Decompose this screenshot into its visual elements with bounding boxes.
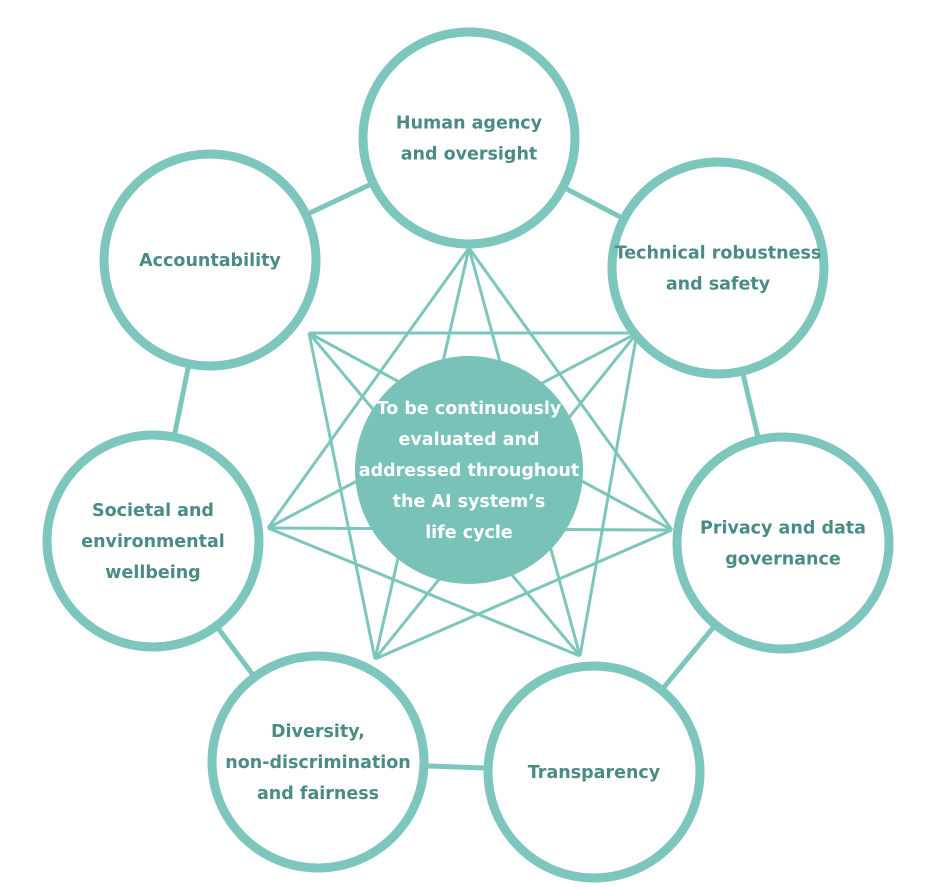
center-text-line: addressed throughout: [359, 461, 579, 481]
center-hub: To be continuously evaluated and addressed…: [355, 356, 583, 584]
node-circle: [483, 661, 705, 883]
node-label-line: Transparency: [528, 763, 661, 783]
node-label-line: Human agency: [396, 114, 543, 134]
node-societal: Societal and environmental wellbeing: [42, 430, 264, 652]
node-circle: [358, 27, 580, 249]
center-text-line: evaluated and: [399, 430, 540, 450]
node-circle: [607, 157, 829, 379]
node-label-line: and safety: [666, 275, 771, 295]
node-circle: [99, 149, 321, 371]
center-text-line: life cycle: [425, 523, 513, 543]
connection-line: [266, 247, 471, 529]
node-label-line: Societal and: [92, 501, 214, 521]
node-label-line: non-discrimination: [225, 753, 411, 773]
node-circle: [672, 432, 894, 654]
connection-line: [374, 528, 673, 661]
node-label-line: environmental: [81, 532, 225, 552]
node-transparency: Transparency: [483, 661, 705, 883]
node-label-line: wellbeing: [105, 563, 200, 583]
center-text-line: To be continuously: [377, 399, 562, 419]
node-label-line: Accountability: [139, 251, 281, 271]
center-circle: [355, 356, 583, 584]
connection-line: [467, 247, 674, 531]
node-technical-robustness: Technical robustness and safety: [607, 157, 829, 379]
node-human-agency: Human agency and oversight: [358, 27, 580, 249]
node-label-line: governance: [725, 550, 841, 570]
node-label-line: and fairness: [257, 784, 379, 804]
node-label-line: and oversight: [401, 145, 538, 165]
center-text-line: the AI system’s: [393, 492, 546, 512]
node-label-line: Technical robustness: [615, 244, 822, 264]
node-label-line: Diversity,: [271, 722, 365, 742]
connection-line: [307, 332, 377, 660]
node-circle: [207, 651, 429, 873]
node-privacy: Privacy and data governance: [672, 432, 894, 654]
node-circle: [42, 430, 264, 652]
node-diversity: Diversity, non-discrimination and fairness: [207, 651, 429, 873]
node-accountability: Accountability: [99, 149, 321, 371]
connection-line: [267, 526, 581, 658]
node-label-line: Privacy and data: [700, 519, 866, 539]
